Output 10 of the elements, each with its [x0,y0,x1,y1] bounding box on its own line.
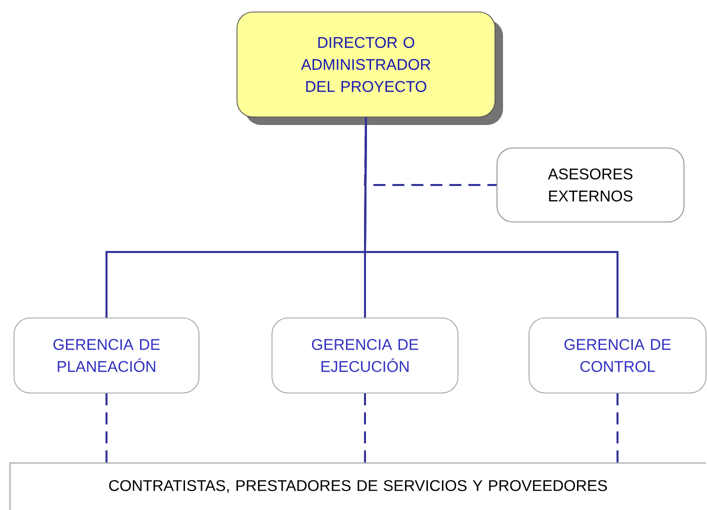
department-box: GERENCIA DE CONTROL [528,318,706,394]
director-box: DIRECTOR O ADMINISTRADOR DEL PROYECTO [236,12,503,125]
connector-line [106,393,108,463]
contractor-band: CONTRATISTAS, PRESTADORES DE SERVICIOS Y PROVEEDORES [10,462,706,510]
department-box: GERENCIA DE EJECUCIÓN [272,318,458,394]
department-box: GERENCIA DE PLANEACIÓN [14,318,200,394]
connector-line [364,117,618,318]
advisor-box: ASESORES EXTERNOS [496,148,684,222]
connector-line [364,393,366,463]
connector-line [616,393,618,463]
